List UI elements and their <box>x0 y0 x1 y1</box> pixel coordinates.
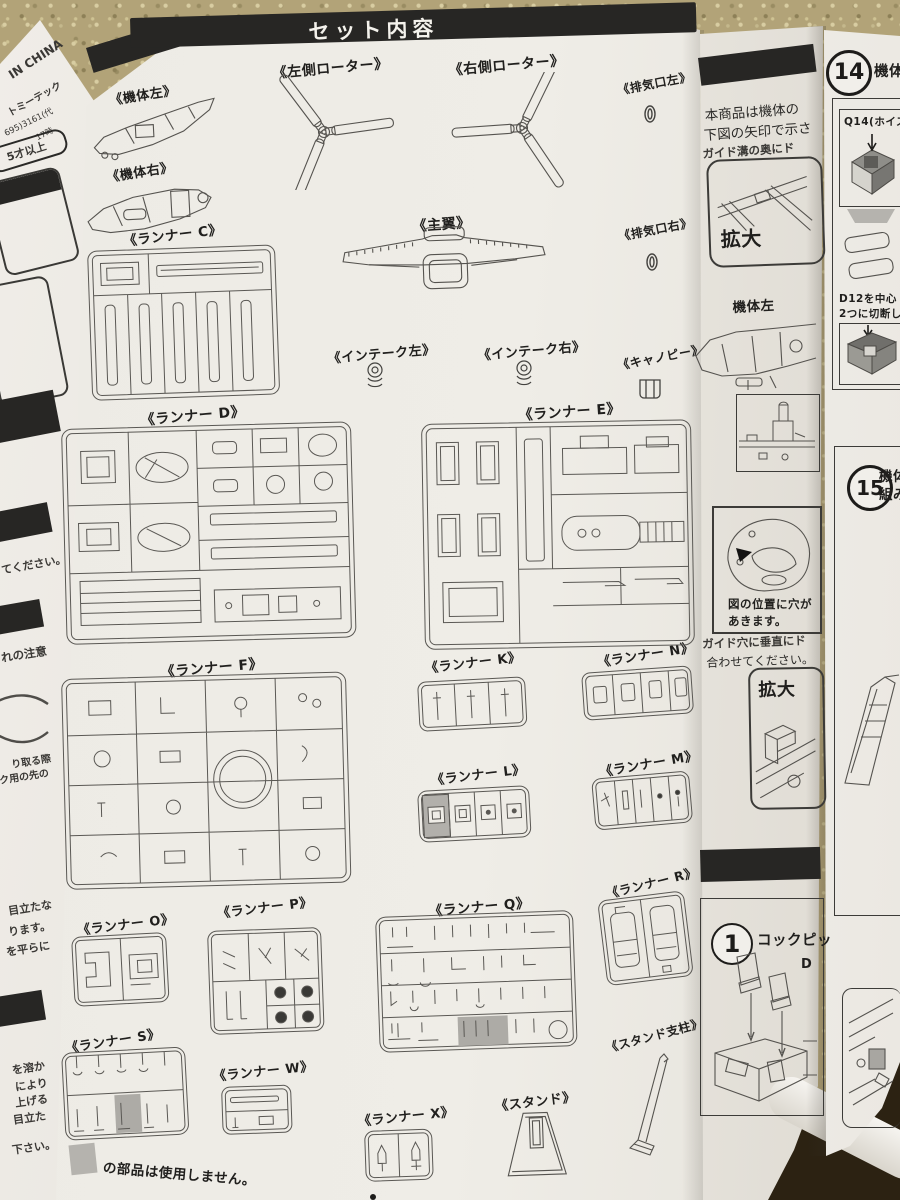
zoom-label-2: 拡大 <box>758 679 796 701</box>
right-page-detail-frame <box>842 988 900 1128</box>
open-case-illustration <box>846 325 898 375</box>
step-1-callout-d: D <box>801 957 813 972</box>
canopy-illustration <box>639 379 661 399</box>
stand-illustration <box>507 1111 568 1177</box>
d12-note-line1: D12を中心 <box>839 293 897 305</box>
exhaust-left-illustration <box>644 105 656 123</box>
runner-c-sprue-illustration <box>87 244 280 401</box>
runner-q-sprue-illustration <box>375 910 578 1053</box>
middle-fuselage-left-label: 機体左 <box>732 297 775 316</box>
page-title: セット内容 <box>308 16 439 45</box>
step-14-number: 14 <box>833 60 865 85</box>
rotor-right-illustration <box>451 72 564 188</box>
tweezers-illustration <box>0 694 49 744</box>
zoom-label-1: 拡大 <box>720 226 763 252</box>
hole-note-line2: あきます。 <box>728 614 787 628</box>
fuselage-right-illustration <box>87 188 212 234</box>
runner-l-sprue-illustration <box>417 785 532 843</box>
runner-x-sprue-illustration <box>364 1128 434 1182</box>
runner-k-sprue-illustration <box>417 676 528 732</box>
runner-n-sprue-illustration <box>581 665 694 721</box>
d12-tablets-illustration <box>844 231 894 280</box>
zoom-box-1: 拡大 <box>706 155 826 268</box>
d12-note-line2: 2つに切断し <box>839 308 900 320</box>
runner-e-sprue-illustration <box>421 419 695 650</box>
unused-part-swatch <box>68 1142 98 1176</box>
wing-guide-illustration <box>717 175 813 232</box>
deck-figure-illustration <box>739 401 815 461</box>
runner-f-sprue-illustration <box>61 671 352 890</box>
step-14-title: 機体 <box>874 64 900 80</box>
canopy-hole-illustration <box>727 518 811 592</box>
intake-right-illustration <box>516 360 532 386</box>
step-15-badge: 15 <box>847 465 893 511</box>
case-detail-frame <box>839 323 900 385</box>
exhaust-right-illustration <box>646 253 658 271</box>
middle-fuselage-illustration <box>695 323 817 390</box>
step-15-title-line2: 組み <box>879 487 900 503</box>
step-1-title: コックピッ <box>757 933 832 949</box>
page-number-dot <box>370 1194 376 1200</box>
drill-block-illustration <box>755 724 816 799</box>
q14-hoist-illustration <box>851 134 896 195</box>
rotor-left-illustration <box>279 74 394 190</box>
runner-w-sprue-illustration <box>221 1084 293 1135</box>
step-15-number: 15 <box>856 476 884 500</box>
q14-detail-frame: Q14(ホイス <box>839 109 900 207</box>
runner-d-sprue-illustration <box>61 421 357 645</box>
step-1-badge: 1 <box>711 923 753 965</box>
middle-page-section-bar <box>700 846 821 882</box>
runner-o-sprue-illustration <box>71 932 170 1007</box>
runner-r-sprue-illustration <box>598 891 693 986</box>
zoom-box-2: 拡大 <box>748 666 827 810</box>
main-wing-illustration <box>342 226 546 290</box>
step-1-number: 1 <box>723 930 741 958</box>
tail-fin-illustration <box>844 674 900 786</box>
step-1-box: 1 コックピッ D <box>700 898 832 1116</box>
q14-label: Q14(ホイス <box>844 116 900 128</box>
step-14-badge: 14 <box>826 50 872 96</box>
runner-p-sprue-illustration <box>207 927 325 1036</box>
cockpit-assembly-illustration <box>714 952 817 1102</box>
step-14-box: Q14(ホイス D12を中心 2つに切断し <box>832 98 900 390</box>
cockpit-side-illustration <box>848 998 894 1106</box>
hole-position-frame: 図の位置に穴が あきます。 <box>712 506 822 634</box>
fuselage-left-illustration <box>93 97 215 161</box>
runner-s-sprue-illustration <box>61 1046 189 1141</box>
deck-figure-frame <box>736 394 820 472</box>
hole-note-line1: 図の位置に穴が <box>728 597 812 611</box>
gray-arrow-divider <box>847 209 895 223</box>
runner-m-sprue-illustration <box>591 771 693 830</box>
intake-left-illustration <box>367 362 383 388</box>
stand-support-illustration <box>628 1053 669 1156</box>
step-15-box: 15 機体 組み <box>834 446 900 916</box>
step-15-title-line1: 機体 <box>879 469 900 485</box>
